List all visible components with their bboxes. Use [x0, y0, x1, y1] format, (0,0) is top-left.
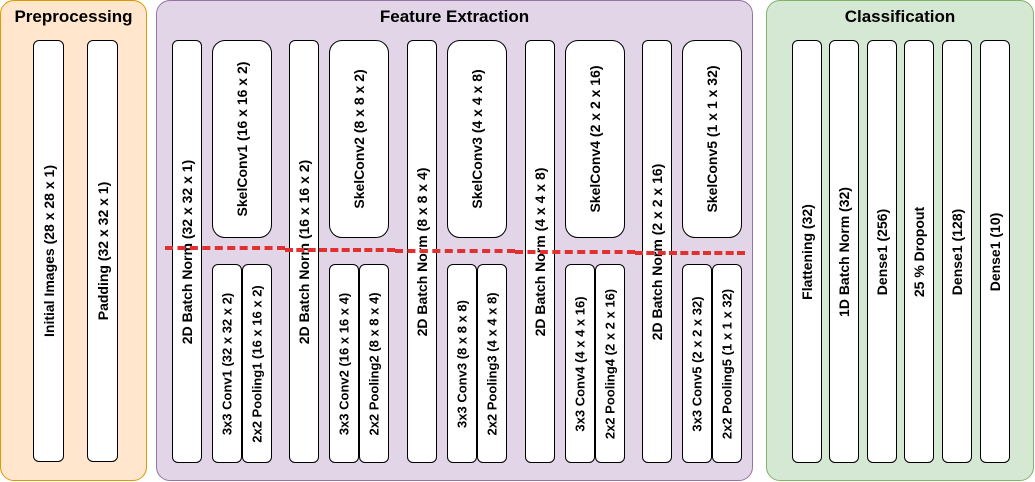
conv-1: 3x3 Conv1 (32 x 32 x 2)	[212, 264, 242, 463]
classification-layer-4-label: 25 % Dropout	[911, 206, 927, 297]
preprocessing-title: Preprocessing	[14, 7, 133, 26]
feature-extraction-title: Feature Extraction	[379, 7, 530, 26]
skelconv-5-label: SkelConv5 (1 x 1 x 32)	[704, 65, 720, 213]
skelconv-5: SkelConv5 (1 x 1 x 32)	[682, 40, 742, 238]
batch-norm-1: 2D Batch Norm (32 x 32 x 1)	[172, 40, 202, 463]
dashed-separator	[515, 250, 635, 254]
pooling-1: 2x2 Pooling1 (16 x 16 x 2)	[242, 264, 272, 463]
conv-5: 3x3 Conv5 (2 x 2 x 32)	[682, 264, 712, 463]
feature-extraction-panel: Feature Extraction 2D Batch Norm (32 x 3…	[156, 0, 753, 481]
conv-5-label: 3x3 Conv5 (2 x 2 x 32)	[689, 295, 705, 432]
classification-layer-6: Dense1 (10)	[980, 40, 1010, 463]
conv-3: 3x3 Conv3 (8 x 8 x 8)	[447, 264, 477, 463]
initial-images-box: Initial Images (28 x 28 x 1)	[33, 40, 64, 462]
skelconv-1: SkelConv1 (16 x 16 x 2)	[212, 40, 272, 238]
conv-1-label: 3x3 Conv1 (32 x 32 x 2)	[219, 292, 235, 435]
classification-layer-1-label: Flattening (32)	[799, 203, 815, 300]
pooling-5: 2x2 Pooling5 (1 x 1 x 32)	[712, 264, 742, 463]
classification-layer-2-label: 1D Batch Norm (32)	[836, 186, 852, 317]
pooling-1-label: 2x2 Pooling1 (16 x 16 x 2)	[249, 284, 265, 443]
classification-layer-4: 25 % Dropout	[904, 40, 934, 463]
skelconv-4: SkelConv4 (2 x 2 x 16)	[565, 40, 625, 238]
skelconv-4-label: SkelConv4 (2 x 2 x 16)	[587, 65, 603, 213]
classification-layer-1: Flattening (32)	[792, 40, 822, 463]
dashed-separator	[395, 249, 515, 253]
pooling-4-label: 2x2 Pooling4 (2 x 2 x 16)	[602, 288, 618, 439]
pooling-3: 2x2 Pooling3 (4 x 4 x 8)	[477, 264, 507, 463]
classification-layer-3-label: Dense1 (256)	[874, 208, 890, 295]
classification-layer-6-label: Dense1 (10)	[987, 212, 1003, 291]
batch-norm-1-label: 2D Batch Norm (32 x 32 x 1)	[179, 159, 195, 344]
conv-2-label: 3x3 Conv2 (16 x 16 x 4)	[336, 292, 352, 435]
conv-3-label: 3x3 Conv3 (8 x 8 x 8)	[454, 299, 470, 428]
conv-4-label: 3x3 Conv4 (4 x 4 x 16)	[572, 295, 588, 432]
classification-title: Classification	[844, 7, 956, 26]
conv-2: 3x3 Conv2 (16 x 16 x 4)	[329, 264, 359, 463]
classification-layer-3: Dense1 (256)	[867, 40, 897, 463]
classification-layer-2: 1D Batch Norm (32)	[829, 40, 859, 463]
dashed-separator	[165, 246, 285, 250]
skelconv-2: SkelConv2 (8 x 8 x 2)	[329, 40, 389, 238]
classification-layer-5-label: Dense1 (128)	[949, 208, 965, 295]
initial-images-label: Initial Images (28 x 28 x 1)	[40, 165, 57, 337]
pooling-5-label: 2x2 Pooling5 (1 x 1 x 32)	[719, 288, 735, 439]
classification-layer-5: Dense1 (128)	[942, 40, 972, 463]
skelconv-2-label: SkelConv2 (8 x 8 x 2)	[351, 69, 367, 209]
preprocessing-panel: Preprocessing Initial Images (28 x 28 x …	[0, 0, 147, 481]
pooling-2: 2x2 Pooling2 (8 x 8 x 4)	[359, 264, 389, 463]
dashed-separator	[285, 248, 395, 252]
padding-label: Padding (32 x 32 x 1)	[94, 181, 111, 321]
skelconv-1-label: SkelConv1 (16 x 16 x 2)	[234, 61, 250, 217]
pooling-2-label: 2x2 Pooling2 (8 x 8 x 4)	[366, 291, 382, 436]
classification-panel: Classification Flattening (32) 1D Batch N…	[766, 0, 1034, 481]
dashed-separator	[635, 251, 745, 255]
padding-box: Padding (32 x 32 x 1)	[87, 40, 118, 462]
pooling-4: 2x2 Pooling4 (2 x 2 x 16)	[595, 264, 625, 463]
skelconv-3: SkelConv3 (4 x 4 x 8)	[447, 40, 507, 238]
conv-4: 3x3 Conv4 (4 x 4 x 16)	[565, 264, 595, 463]
pooling-3-label: 2x2 Pooling3 (4 x 4 x 8)	[484, 291, 500, 436]
skelconv-3-label: SkelConv3 (4 x 4 x 8)	[469, 69, 485, 209]
